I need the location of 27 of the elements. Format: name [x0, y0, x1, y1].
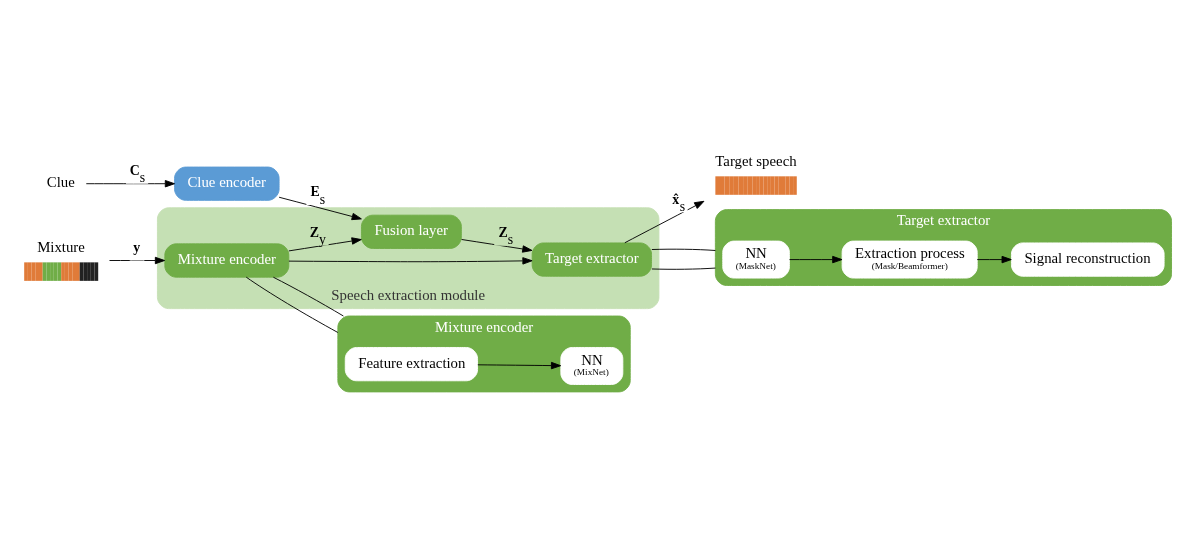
- arrow: [109, 256, 166, 265]
- node-label: Mixture: [37, 239, 85, 255]
- arrow: [85, 180, 175, 188]
- arrow: [288, 237, 362, 252]
- connector: [651, 248, 716, 251]
- node-text: Clue: [46, 174, 75, 191]
- node-box: NN (MaskNet): [722, 240, 790, 279]
- arrow: [477, 361, 562, 370]
- node-box: Fusion layer: [360, 214, 462, 249]
- arrow: [288, 257, 533, 265]
- connector: [272, 276, 344, 317]
- node-box: Feature extraction: [344, 347, 479, 382]
- arrow: [461, 239, 533, 253]
- node-box: Signal reconstruction: [1010, 242, 1165, 277]
- edge-label: y: [133, 239, 141, 255]
- node-label: Target speech: [715, 152, 797, 169]
- connector: [651, 267, 716, 270]
- arrow: [624, 200, 705, 244]
- connector: [245, 276, 339, 333]
- node-box: NN (MixNet): [560, 347, 624, 385]
- node-box: Target extractor: [531, 242, 652, 277]
- arrow: [976, 255, 1012, 264]
- node-box: Extraction process (Mask/Beamformer): [841, 240, 978, 279]
- arrow: [789, 255, 843, 264]
- node-box: Mixture encoder: [164, 243, 290, 278]
- arrow: [278, 196, 362, 221]
- node-box: Clue encoder: [174, 166, 280, 201]
